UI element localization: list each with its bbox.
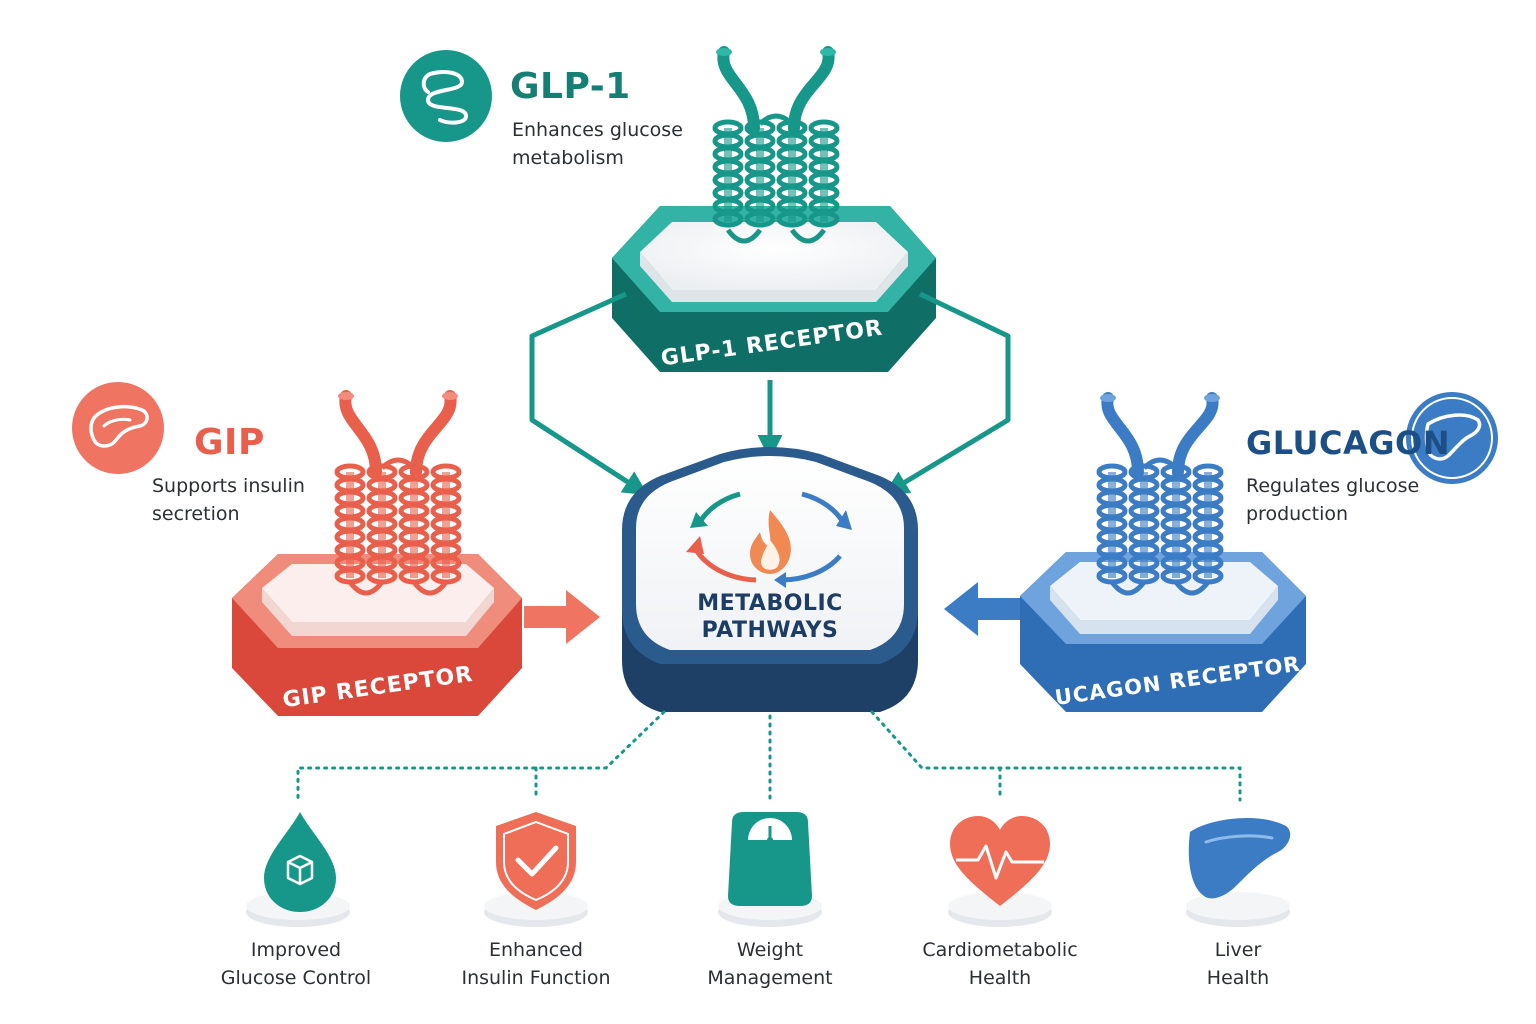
helix-turn bbox=[712, 210, 744, 228]
helix-turn bbox=[366, 567, 398, 585]
glp1-description: Enhances glucose metabolism bbox=[512, 119, 683, 169]
outcome-label-liver: Liver Health bbox=[1206, 939, 1270, 989]
shield-check-icon bbox=[496, 812, 576, 910]
pedestal-top bbox=[1186, 892, 1290, 920]
intestine-icon bbox=[400, 50, 492, 142]
gip-title: GIP bbox=[194, 422, 265, 463]
flame-cycle-icon bbox=[686, 491, 852, 588]
glucagon-liver-icon bbox=[1406, 392, 1498, 484]
liver-icon bbox=[1188, 818, 1291, 899]
gip-receptor-protein bbox=[334, 390, 462, 596]
gip-description: Supports insulin secretion bbox=[152, 475, 305, 525]
glp1-receptor-protein bbox=[712, 46, 840, 244]
heart-pulse-icon bbox=[950, 816, 1050, 906]
glp1-receptor-platform bbox=[612, 206, 936, 372]
glucagon-receptor-platform bbox=[1020, 552, 1306, 712]
outcome-connectors bbox=[296, 710, 1242, 802]
helix-turn bbox=[808, 210, 840, 228]
glucagon-description: Regulates glucose production bbox=[1246, 475, 1420, 525]
helix-turn bbox=[776, 210, 808, 228]
glucagon-title: GLUCAGON bbox=[1246, 424, 1450, 462]
outcome-label-cardio: Cardiometabolic Health bbox=[922, 939, 1078, 989]
outcome-label-weight: Weight Management bbox=[707, 939, 833, 989]
glucose-drop-icon bbox=[264, 812, 336, 912]
helix-turn bbox=[430, 567, 462, 585]
outcome-label-glucose: Improved Glucose Control bbox=[220, 939, 372, 989]
glucagon-to-hub-arrow bbox=[944, 582, 1020, 636]
gip-to-hub-arrow bbox=[524, 590, 600, 644]
helix-turn bbox=[1128, 567, 1160, 585]
hub-label: METABOLIC PATHWAYS bbox=[697, 591, 843, 643]
glp1-title: GLP-1 bbox=[510, 66, 631, 107]
outcome-label-insulin: Enhanced Insulin Function bbox=[461, 939, 611, 989]
helix-turn bbox=[744, 210, 776, 228]
metabolic-pathways-hub bbox=[622, 447, 918, 712]
glp1-to-hub-arrows bbox=[529, 291, 1011, 496]
glucagon-receptor-protein bbox=[1096, 392, 1224, 596]
helix-turn bbox=[1192, 567, 1224, 585]
pancreas-icon bbox=[72, 382, 164, 474]
scale-icon bbox=[728, 812, 812, 906]
